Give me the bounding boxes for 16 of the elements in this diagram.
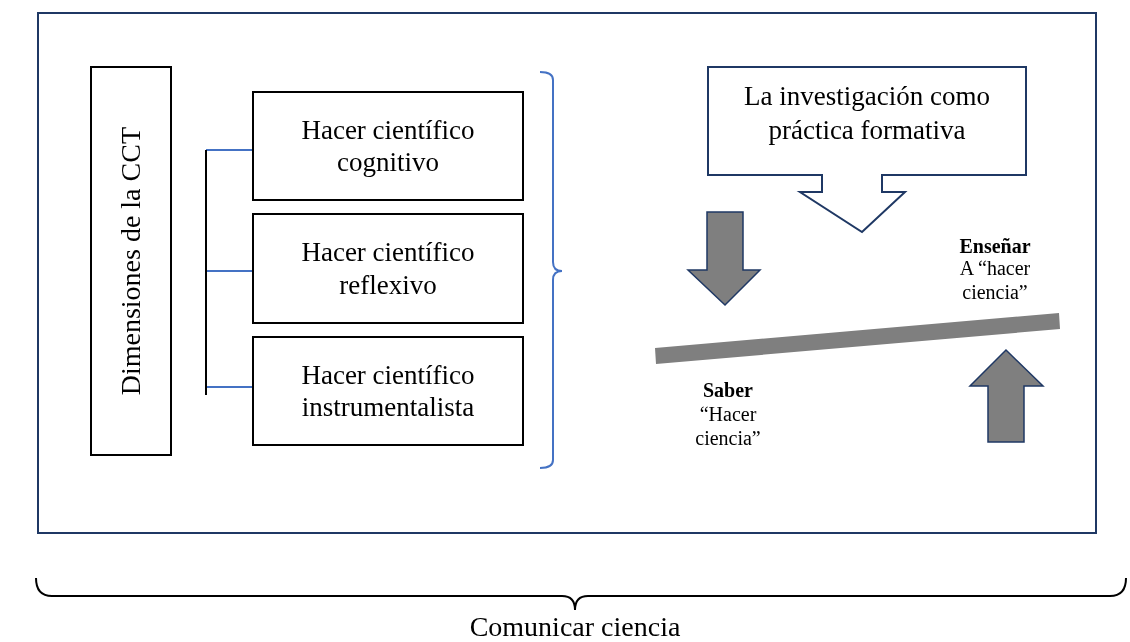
frame-box [37, 12, 1097, 534]
text-box: Hacer científico cognitivo [252, 91, 524, 201]
label-heading: Saber [702, 378, 754, 402]
label-heading: Enseñar [958, 234, 1032, 258]
label-text: A “hacer ciencia” [958, 256, 1032, 304]
tree-trunk-line [205, 149, 207, 396]
label-text: “Hacer ciencia” [694, 402, 762, 450]
text-box: Hacer científico reflexivo [252, 213, 524, 324]
connector-line [205, 149, 253, 151]
vertical-label: Dimensiones de la CCT [114, 126, 148, 396]
caption-text: Comunicar ciencia [468, 610, 682, 642]
callout-text: La investigación como práctica formativa [743, 80, 991, 147]
connector-line [205, 270, 253, 272]
text-box [90, 66, 172, 456]
text-box: Hacer científico instrumentalista [252, 336, 524, 446]
connector-line [205, 386, 253, 388]
